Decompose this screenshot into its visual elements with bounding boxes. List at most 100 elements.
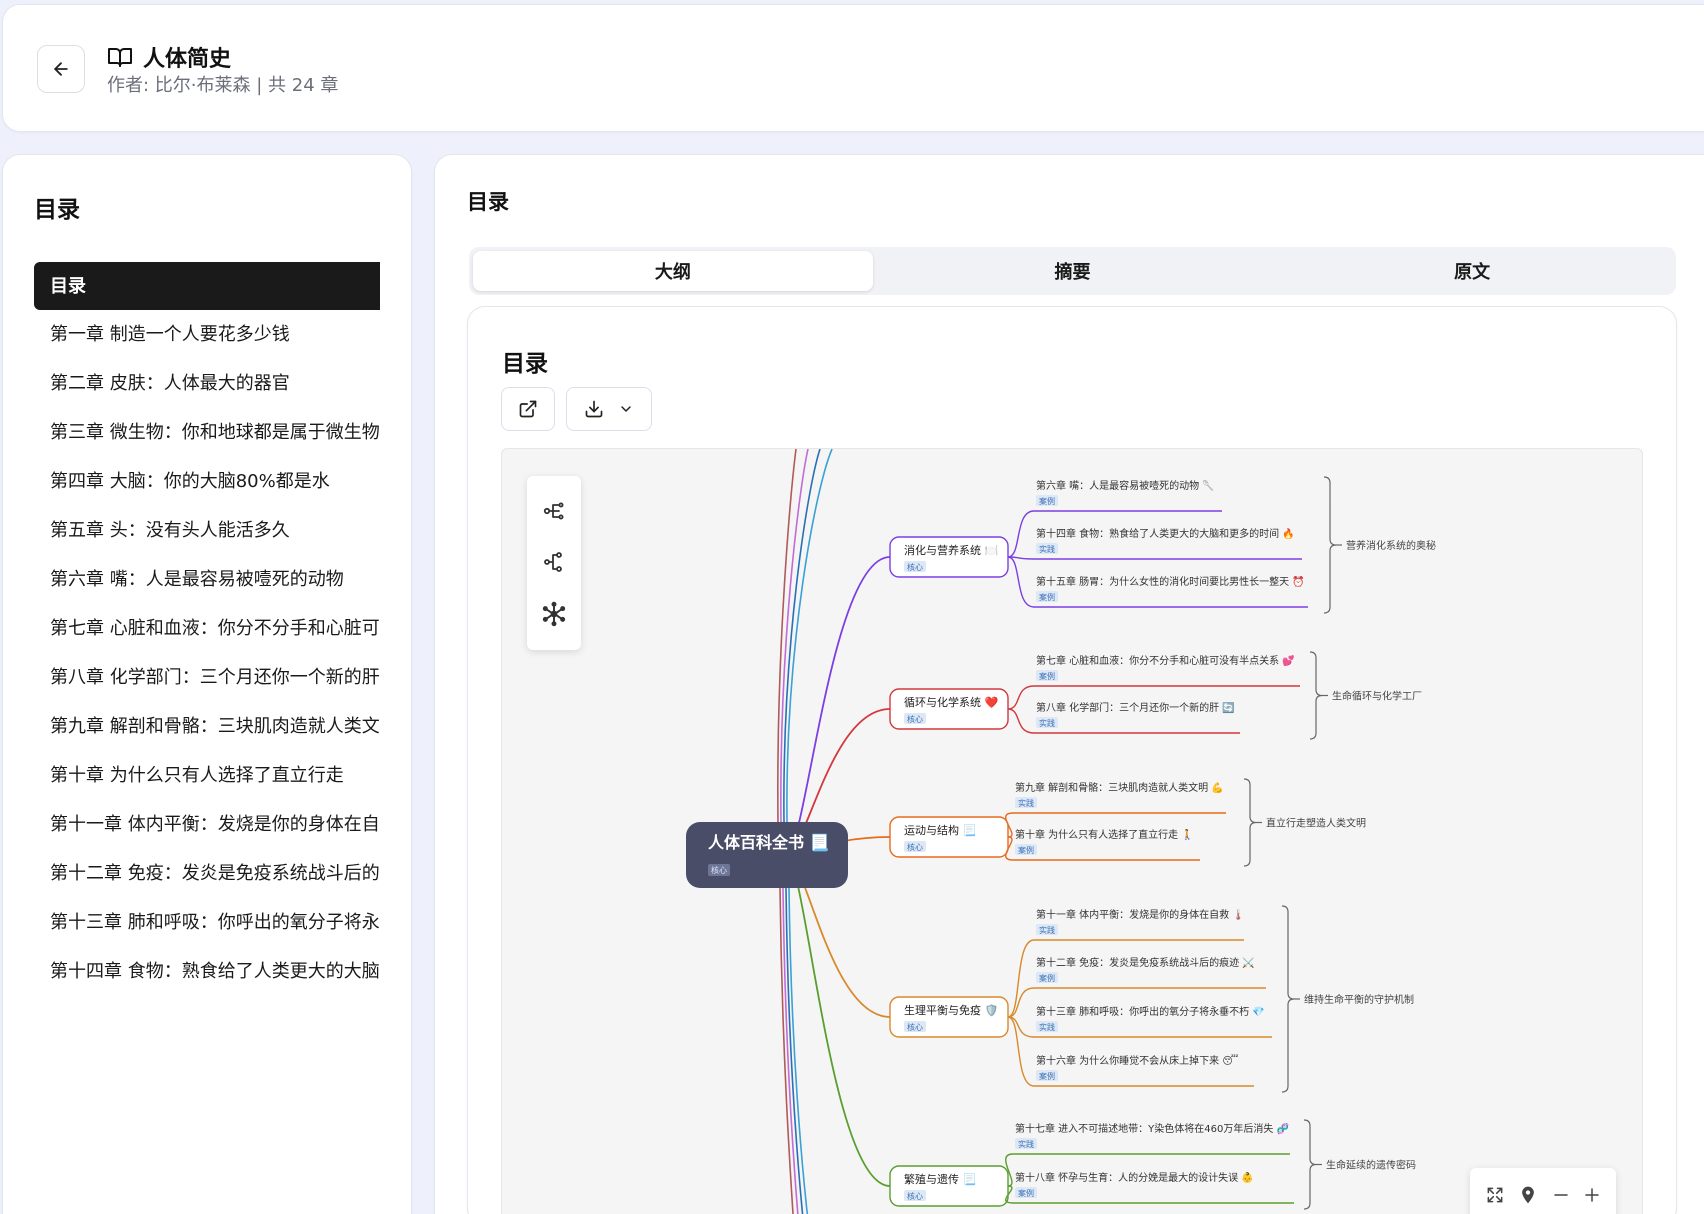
view-tabs: 大纲 摘要 原文 <box>469 247 1676 295</box>
leaf-label: 第六章 嘴：人是最容易被噎死的动物 🥄 <box>1036 479 1215 492</box>
toc-item[interactable]: 第五章 头：没有头人能活多久 <box>50 520 290 541</box>
leaf-tag: 案例 <box>1039 1071 1055 1081</box>
tab-original[interactable]: 原文 <box>1454 262 1491 283</box>
summary-label: 生命循环与化学工厂 <box>1332 690 1422 703</box>
leaf-tag-bg <box>1015 1187 1037 1198</box>
book-header: 人体简史 作者: 比尔·布莱森 | 共 24 章 <box>2 4 1704 132</box>
book-title: 人体简史 <box>143 47 232 72</box>
root-label: 人体百科全书 📃 <box>708 833 830 852</box>
root-tag-bg <box>708 864 730 876</box>
leaf-connector <box>1007 987 1035 1018</box>
leaf-tag-bg <box>1015 797 1037 808</box>
mindmap-svg: 消化与营养系统 🍽️ 核心 第六章 嘴：人是最容易被噎死的动物 🥄 案例 第十四章 食物… <box>686 449 1436 1214</box>
toc-item[interactable]: 第三章 微生物：你和地球都是属于微生物 <box>50 422 380 443</box>
toc-item[interactable]: 第四章 大脑：你的大脑80%都是水 <box>50 471 330 492</box>
toc-item[interactable]: 第十章 为什么只有人选择了直立行走 <box>50 765 344 786</box>
branch-tag-bg <box>904 713 926 724</box>
branch-connector <box>785 854 891 1187</box>
toc-item[interactable]: 第十四章 食物：熟食给了人类更大的大脑 <box>50 961 380 982</box>
summary-bracket <box>1243 778 1257 867</box>
locate-icon[interactable] <box>1518 1185 1538 1205</box>
toc-item[interactable]: 第十二章 免疫：发炎是免疫系统战斗后的 <box>50 863 380 884</box>
download-dropdown-button[interactable] <box>566 387 652 431</box>
trunk-line <box>788 887 809 1214</box>
main-title: 目录 <box>467 190 509 214</box>
leaf-tag: 实践 <box>1039 1022 1055 1032</box>
leaf-tag: 案例 <box>1039 973 1055 983</box>
trunk-line <box>777 449 797 823</box>
layout-tree-icon[interactable] <box>542 550 566 574</box>
leaf-tag: 案例 <box>1039 592 1055 602</box>
leaf-tag: 实践 <box>1018 1139 1034 1149</box>
leaf-tag-bg <box>1036 972 1058 983</box>
leaf-label: 第七章 心脏和血液：你分不分手和心脏可没有半点关系 💕 <box>1036 654 1295 667</box>
leaf-label: 第十二章 免疫：发炎是免疫系统战斗后的痕迹 ⚔️ <box>1036 956 1255 969</box>
leaf-label: 第十五章 肠胃：为什么女性的消化时间要比男性长一整天 ⏰ <box>1036 575 1305 588</box>
root-tag: 核心 <box>711 865 727 875</box>
toc-item[interactable]: 第十三章 肺和呼吸：你呼出的氧分子将永 <box>50 912 380 933</box>
root-node <box>686 822 848 888</box>
summary-bracket <box>1309 651 1323 740</box>
summary-bracket <box>1303 1119 1317 1210</box>
summary-label: 营养消化系统的奥秘 <box>1346 539 1436 552</box>
leaf-connector <box>1007 939 1035 1018</box>
trunk-line <box>785 887 804 1214</box>
fullscreen-icon[interactable] <box>1485 1185 1505 1205</box>
branch-label: 循环与化学系统 ❤️ <box>904 695 998 709</box>
toc-item[interactable]: 第十一章 体内平衡：发烧是你的身体在自 <box>50 814 380 835</box>
layout-right-icon[interactable] <box>542 499 566 523</box>
tab-outline[interactable]: 大纲 <box>473 251 873 291</box>
leaf-label: 第十八章 怀孕与生育：人的分娩是最大的设计失误 👶 <box>1015 1171 1254 1184</box>
leaf-label: 第八章 化学部门：三个月还你一个新的肝 🔄 <box>1036 701 1235 714</box>
toc-item[interactable]: 第八章 化学部门：三个月还你一个新的肝 <box>50 667 380 688</box>
branch-tag-bg <box>904 841 926 852</box>
leaf-tag: 实践 <box>1039 718 1055 728</box>
branch-label: 繁殖与遗传 📃 <box>904 1172 976 1186</box>
branch-tag-bg <box>904 561 926 572</box>
mindmap-canvas[interactable]: 消化与营养系统 🍽️ 核心 第六章 嘴：人是最容易被噎死的动物 🥄 案例 第十四章 食物… <box>501 448 1643 1214</box>
leaf-tag: 案例 <box>1018 845 1034 855</box>
toc-item[interactable]: 第七章 心脏和血液：你分不分手和心脏可 <box>50 618 380 639</box>
branch-tag-bg <box>904 1021 926 1032</box>
leaf-label: 第十四章 食物：熟食给了人类更大的大脑和更多的时间 🔥 <box>1036 527 1295 540</box>
toc-item[interactable]: 第九章 解剖和骨骼：三块肌肉造就人类文 <box>50 716 380 737</box>
leaf-label: 第十七章 进入不可描述地带：Y染色体将在460万年后消失 🧬 <box>1015 1122 1290 1135</box>
branch-label: 消化与营养系统 🍽️ <box>904 543 998 557</box>
leaf-label: 第十章 为什么只有人选择了直立行走 🚶 <box>1015 828 1194 841</box>
book-meta: 作者: 比尔·布莱森 | 共 24 章 <box>107 75 339 96</box>
zoom-out-icon[interactable] <box>1552 1186 1570 1204</box>
summary-label: 直立行走塑造人类文明 <box>1266 817 1366 830</box>
leaf-tag-bg <box>1036 495 1058 506</box>
leaf-tag-bg <box>1036 670 1058 681</box>
summary-label: 生命延续的遗传密码 <box>1326 1159 1416 1172</box>
toc-item[interactable]: 第一章 制造一个人要花多少钱 <box>50 324 290 345</box>
leaf-tag-bg <box>1036 591 1058 602</box>
toc-item[interactable]: 目录 <box>34 262 380 310</box>
toc-item[interactable]: 第六章 嘴：人是最容易被噎死的动物 <box>50 569 344 590</box>
leaf-tag-bg <box>1036 1070 1058 1081</box>
toc-item[interactable]: 第二章 皮肤：人体最大的器官 <box>50 373 290 394</box>
open-external-button[interactable] <box>501 387 555 431</box>
trunk-line <box>780 449 809 823</box>
branch-tag: 核心 <box>907 714 923 724</box>
leaf-connector <box>1007 556 1035 560</box>
leaf-tag-bg <box>1036 1021 1058 1032</box>
leaf-connector <box>1007 510 1035 558</box>
trunk-line <box>782 887 799 1214</box>
back-button[interactable] <box>37 45 85 93</box>
tab-summary[interactable]: 摘要 <box>1054 262 1091 283</box>
leaf-connector <box>1005 836 1014 861</box>
arrow-left-icon <box>51 59 71 79</box>
summary-label: 维持生命平衡的守护机制 <box>1304 993 1414 1006</box>
trunk-line <box>786 449 833 823</box>
book-open-icon <box>107 46 133 68</box>
download-icon <box>584 399 604 419</box>
zoom-in-icon[interactable] <box>1583 1186 1601 1204</box>
leaf-tag-bg <box>1015 844 1037 855</box>
layout-radial-icon[interactable] <box>541 601 567 627</box>
trunk-line <box>779 887 794 1214</box>
summary-bracket <box>1281 905 1295 1093</box>
layout-toolbar <box>527 476 581 650</box>
toc-list: 目录 第一章 制造一个人要花多少钱 第二章 皮肤：人体最大的器官 第三章 微生物… <box>34 262 380 996</box>
branch-tag: 核心 <box>907 1022 923 1032</box>
